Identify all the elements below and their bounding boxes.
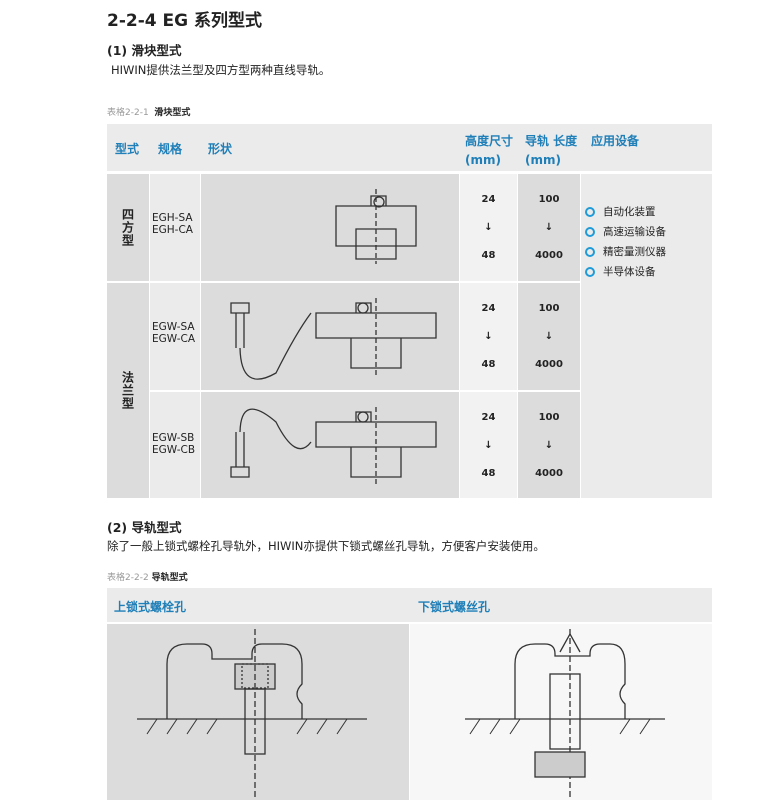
top-lock-drawing (107, 624, 409, 800)
type-label: 四方型 (120, 208, 135, 247)
rail-min: 100 (538, 303, 560, 314)
arrow-down-icon: ↓ (544, 331, 554, 342)
height-max: 48 (481, 250, 496, 261)
caption-number: 表格2-2-2 (107, 573, 149, 583)
arrow-down-icon: ↓ (544, 440, 554, 451)
rail-min: 100 (538, 194, 560, 205)
spec-label: EGH-SA (152, 212, 193, 224)
arrow-down-icon: ↓ (484, 222, 493, 233)
app-label: 精密量测仪器 (603, 246, 666, 258)
bullet-icon (585, 247, 595, 257)
applications-cell: 自动化装置 高速运输设备 精密量测仪器 半导体设备 (581, 174, 712, 498)
height-range: 24 ↓ 48 (460, 174, 517, 281)
caption-title: 滑块型式 (154, 108, 191, 118)
header-app: 应用设备 (591, 134, 640, 148)
caption-number: 表格2-2-1 (107, 108, 149, 118)
app-item: 精密量测仪器 (585, 242, 666, 262)
section2-heading: (2) 导轨型式 (107, 520, 182, 535)
spec-label: EGW-CB (152, 444, 196, 456)
bullet-icon (585, 207, 595, 217)
bottom-lock-drawing (410, 624, 712, 800)
page-title: 2-2-4 EG 系列型式 (107, 11, 263, 31)
table2-caption: 表格2-2-2 导轨型式 (107, 570, 188, 583)
app-item: 自动化装置 (585, 202, 666, 222)
table1-header: 型式 规格 形状 高度尺寸 (mm) 导轨 长度 (mm) 应用设备 (107, 124, 712, 171)
app-item: 半导体设备 (585, 262, 666, 282)
header-spec: 规格 (158, 142, 183, 156)
height-min: 24 (481, 194, 496, 205)
header-rail-unit: (mm) (525, 153, 561, 167)
app-label: 半导体设备 (603, 266, 656, 278)
rail-max: 4000 (535, 359, 563, 370)
spec-label: EGW-CA (152, 333, 196, 345)
header-bottom-lock: 下锁式螺丝孔 (418, 600, 491, 614)
type-label: 法兰型 (120, 371, 135, 410)
arrow-down-icon: ↓ (484, 440, 493, 451)
height-max: 48 (481, 468, 496, 479)
rail-max: 4000 (535, 250, 563, 261)
arrow-down-icon: ↓ (544, 222, 554, 233)
height-min: 24 (481, 303, 496, 314)
rail-max: 4000 (535, 468, 563, 479)
header-rail: 导轨 长度 (525, 134, 578, 148)
header-height: 高度尺寸 (465, 134, 514, 148)
shape-drawing (201, 174, 459, 281)
shape-drawing (201, 283, 459, 390)
bullet-icon (585, 227, 595, 237)
table1-caption: 表格2-2-1 滑块型式 (107, 105, 190, 118)
height-max: 48 (481, 359, 496, 370)
caption-title: 导轨型式 (151, 573, 188, 583)
spec-label: EGW-SA (152, 321, 195, 333)
table2-header: 上锁式螺栓孔 下锁式螺丝孔 (107, 588, 712, 622)
rail-length-range: 100 ↓ 4000 (518, 392, 580, 498)
arrow-down-icon: ↓ (484, 331, 493, 342)
app-label: 高速运输设备 (603, 226, 666, 238)
header-height-unit: (mm) (465, 153, 501, 167)
type-square: 四方型 (107, 174, 149, 281)
height-range: 24 ↓ 48 (460, 392, 517, 498)
header-type: 型式 (115, 142, 140, 156)
applications-list: 自动化装置 高速运输设备 精密量测仪器 半导体设备 (585, 202, 666, 282)
section1-text: HIWIN提供法兰型及四方型两种直线导轨。 (111, 63, 331, 77)
header-shape: 形状 (208, 142, 233, 156)
type-flange: 法兰型 (107, 283, 149, 498)
section2-text: 除了一般上锁式螺栓孔导轨外，HIWIN亦提供下锁式螺丝孔导轨，方便客户安装使用。 (107, 539, 545, 553)
height-range: 24 ↓ 48 (460, 283, 517, 390)
rail-min: 100 (538, 412, 560, 423)
header-top-lock: 上锁式螺栓孔 (114, 600, 187, 614)
rail-length-range: 100 ↓ 4000 (518, 283, 580, 390)
app-label: 自动化装置 (603, 206, 656, 218)
shape-drawing (201, 392, 459, 498)
rail-length-range: 100 ↓ 4000 (518, 174, 580, 281)
spec-label: EGW-SB (152, 432, 195, 444)
spec-label: EGH-CA (152, 224, 193, 236)
app-item: 高速运输设备 (585, 222, 666, 242)
section1-heading: (1) 滑块型式 (107, 43, 182, 58)
height-min: 24 (481, 412, 496, 423)
bullet-icon (585, 267, 595, 277)
